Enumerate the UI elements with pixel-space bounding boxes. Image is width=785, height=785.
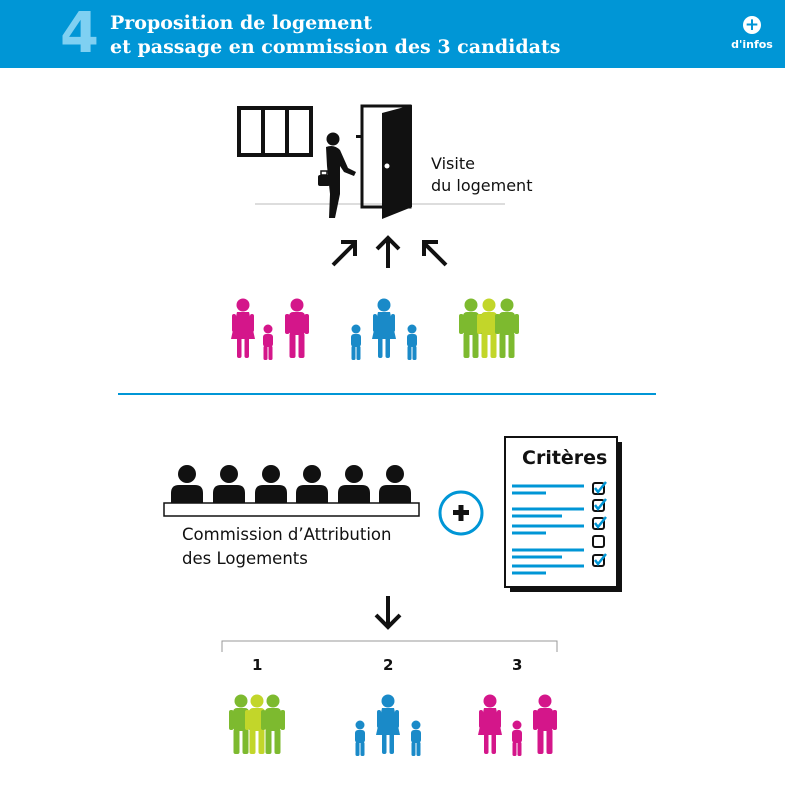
rank-3-label: 3	[512, 656, 523, 674]
page-title: Proposition de logement et passage en co…	[110, 11, 560, 59]
commission-label-line-2: des Logements	[182, 549, 308, 568]
window-icon	[237, 106, 313, 157]
criteria-title: Critères	[522, 447, 608, 469]
family-magenta-ranked	[478, 694, 557, 756]
criteria-checkboxes	[592, 481, 607, 567]
checkbox-2	[592, 499, 605, 512]
plus-icon: +	[743, 15, 761, 35]
arrow-down-icon	[374, 596, 402, 630]
criteria-sheet-icon	[504, 436, 622, 592]
header-banner: 4 Proposition de logement et passage en …	[0, 0, 785, 68]
check-mark-icon	[594, 516, 607, 530]
check-mark-icon	[594, 498, 607, 512]
check-mark-icon	[594, 481, 607, 495]
family-blue-ranked	[355, 694, 421, 756]
arrow-up-left-icon	[422, 240, 448, 267]
visitor-icon	[318, 132, 356, 218]
checkbox-4	[592, 535, 605, 548]
visit-label: Visite du logement	[431, 153, 532, 197]
ranking-bracket	[221, 640, 558, 652]
step-number: 4	[60, 1, 99, 66]
checkbox-3	[592, 517, 605, 530]
commission-table	[163, 502, 420, 517]
arrow-up-right-icon	[331, 240, 357, 267]
plus-circle-icon	[438, 490, 484, 536]
visit-label-line-2: du logement	[431, 176, 533, 195]
visit-label-line-1: Visite	[431, 154, 475, 173]
check-mark-icon	[594, 553, 607, 567]
family-green-ranked	[229, 694, 285, 754]
family-green-top	[459, 298, 519, 358]
family-magenta-top	[231, 298, 309, 360]
door-icon	[356, 104, 412, 219]
arrow-up-icon	[375, 235, 401, 268]
more-info-label: d'infos	[731, 38, 773, 51]
title-line-2: et passage en commission des 3 candidats	[110, 36, 561, 58]
checkbox-5	[592, 554, 605, 567]
rank-1-label: 1	[252, 656, 263, 674]
family-blue-top	[351, 298, 417, 360]
checkbox-1	[592, 482, 605, 495]
commission-label: Commission d’Attribution des Logements	[182, 523, 391, 571]
title-line-1: Proposition de logement	[110, 12, 372, 34]
commission-members-icon	[171, 465, 411, 503]
more-info-button[interactable]: + d'infos	[722, 16, 782, 51]
rank-2-label: 2	[383, 656, 394, 674]
visit-arrows	[331, 235, 448, 268]
commission-label-line-1: Commission d’Attribution	[182, 525, 392, 544]
